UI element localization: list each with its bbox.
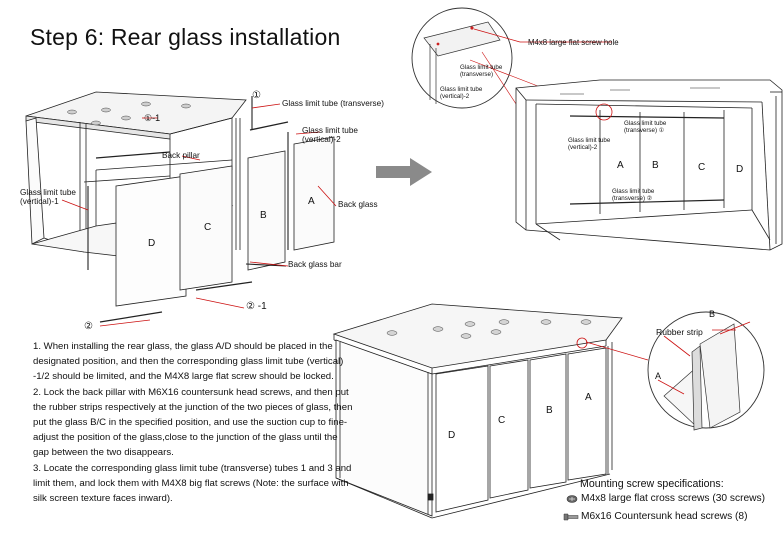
right-arrow	[376, 158, 432, 186]
corner-label-a: A	[655, 371, 662, 381]
panel-label-b-interior: B	[652, 160, 659, 171]
exploded-leaders	[61, 103, 337, 327]
callout-2: ②	[84, 321, 93, 332]
instruction-step-3: 3. Locate the corresponding glass limit …	[33, 462, 352, 505]
instruction-step-2: 2. Lock the back pillar with M6X16 count…	[33, 386, 353, 459]
panel-label-c-exploded: C	[204, 222, 212, 233]
flat-screw-icon	[566, 495, 578, 503]
panel-label-c-interior: C	[698, 162, 706, 173]
panel-label-b-exploded: B	[260, 210, 267, 221]
panel-label-d-exploded: D	[148, 238, 156, 249]
corner-label-rubber-strip: Rubber strip	[656, 327, 703, 337]
panel-label-a-exploded: A	[308, 196, 315, 207]
top-zoom-circle	[411, 7, 612, 111]
spec-item-m6x16: M6x16 Countersunk head screws (8)	[581, 511, 748, 522]
page-title: Step 6: Rear glass installation	[30, 24, 341, 50]
interior-cabinet	[515, 79, 783, 251]
countersunk-screw-icon	[563, 513, 579, 521]
panel-label-d-interior: D	[736, 164, 744, 175]
label-glass-limit-tube-vertical-2: Glass limit tube (vertical)-2	[302, 126, 358, 144]
mounting-screw-heading: Mounting screw specifications:	[580, 478, 724, 490]
panel-label-b-assembled: B	[546, 405, 553, 416]
label-glass-limit-tube-transverse: Glass limit tube (transverse)	[282, 99, 384, 108]
panel-label-a-interior: A	[617, 160, 624, 171]
assembled-zoom-marker	[576, 337, 588, 349]
callout-1-exploded: ①	[252, 90, 261, 101]
assembled-cabinet	[332, 303, 623, 519]
panel-label-a-assembled: A	[585, 392, 592, 403]
corner-label-b: B	[709, 309, 716, 319]
label-back-glass-bar: Back glass bar	[288, 260, 342, 269]
label-back-glass: Back glass	[338, 200, 378, 209]
interior-zoom-marker	[595, 103, 613, 121]
label-back-pillar: Back pillar	[162, 151, 200, 160]
zoom-label-transverse: Glass limit tube (transverse)	[460, 64, 503, 78]
interior-label-vertical-2: Glass limit tube (vertical)-2	[568, 137, 611, 151]
label-m4x8-screw-hole: M4x8 large flat screw hole	[528, 38, 619, 47]
interior-label-transverse-1: Glass limit tube (transverse) ①	[624, 120, 667, 134]
interior-label-transverse-2: Glass limit tube (transverse) ②	[612, 188, 655, 202]
spec-item-m4x8: M4x8 large flat cross screws (30 screws)	[581, 493, 765, 504]
instruction-step-1: 1. When installing the rear glass, the g…	[33, 341, 344, 383]
panel-label-c-assembled: C	[498, 415, 506, 426]
callout-2-minus-1: ② -1	[246, 301, 267, 312]
corner-zoom-circle	[647, 311, 765, 431]
label-glass-limit-tube-vertical-1: Glass limit tube (vertical)-1	[20, 188, 76, 206]
callout-1-minus-1: ①-1	[144, 113, 161, 123]
exploded-cabinet	[25, 91, 335, 323]
instructions-text: 1. When installing the rear glass, the g…	[33, 339, 355, 506]
zoom-label-vertical-2: Glass limit tube (vertical)-2	[440, 86, 483, 100]
panel-label-d-assembled: D	[448, 430, 456, 441]
